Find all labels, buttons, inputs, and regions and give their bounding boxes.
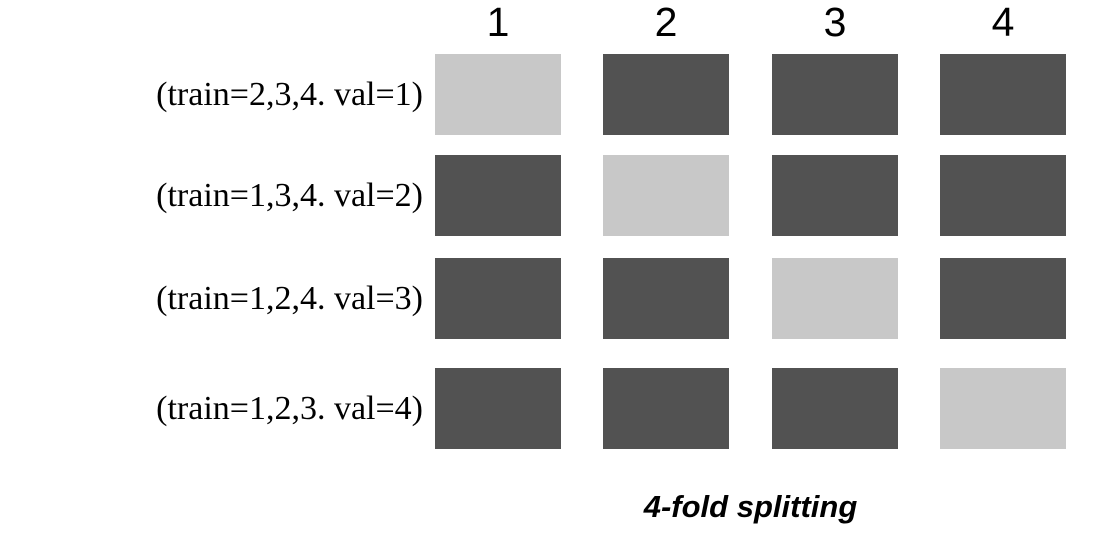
fold-block-train-r1-c3 <box>772 54 898 135</box>
row-label-fold-1: (train=2,3,4. val=1) <box>156 76 423 113</box>
fold-block-val-r1-c1 <box>435 54 561 135</box>
column-header-3: 3 <box>823 0 847 45</box>
fold-block-train-r4-c3 <box>772 368 898 449</box>
fold-block-train-r4-c2 <box>603 368 729 449</box>
column-header-4: 4 <box>991 0 1015 45</box>
column-header-1: 1 <box>486 0 510 45</box>
row-label-fold-4: (train=1,2,3. val=4) <box>156 390 423 427</box>
fold-block-train-r2-c1 <box>435 155 561 236</box>
fold-block-train-r3-c1 <box>435 258 561 339</box>
figure-caption: 4-fold splitting <box>643 489 858 524</box>
row-label-fold-2: (train=1,3,4. val=2) <box>156 177 423 214</box>
fold-block-train-r2-c4 <box>940 155 1066 236</box>
fold-block-train-r2-c3 <box>772 155 898 236</box>
fold-block-val-r4-c4 <box>940 368 1066 449</box>
column-header-2: 2 <box>654 0 678 45</box>
fold-block-train-r4-c1 <box>435 368 561 449</box>
fold-block-train-r1-c2 <box>603 54 729 135</box>
fold-block-train-r3-c4 <box>940 258 1066 339</box>
fold-block-val-r3-c3 <box>772 258 898 339</box>
fold-block-train-r3-c2 <box>603 258 729 339</box>
fold-block-val-r2-c2 <box>603 155 729 236</box>
row-label-fold-3: (train=1,2,4. val=3) <box>156 280 423 317</box>
fold-block-train-r1-c4 <box>940 54 1066 135</box>
